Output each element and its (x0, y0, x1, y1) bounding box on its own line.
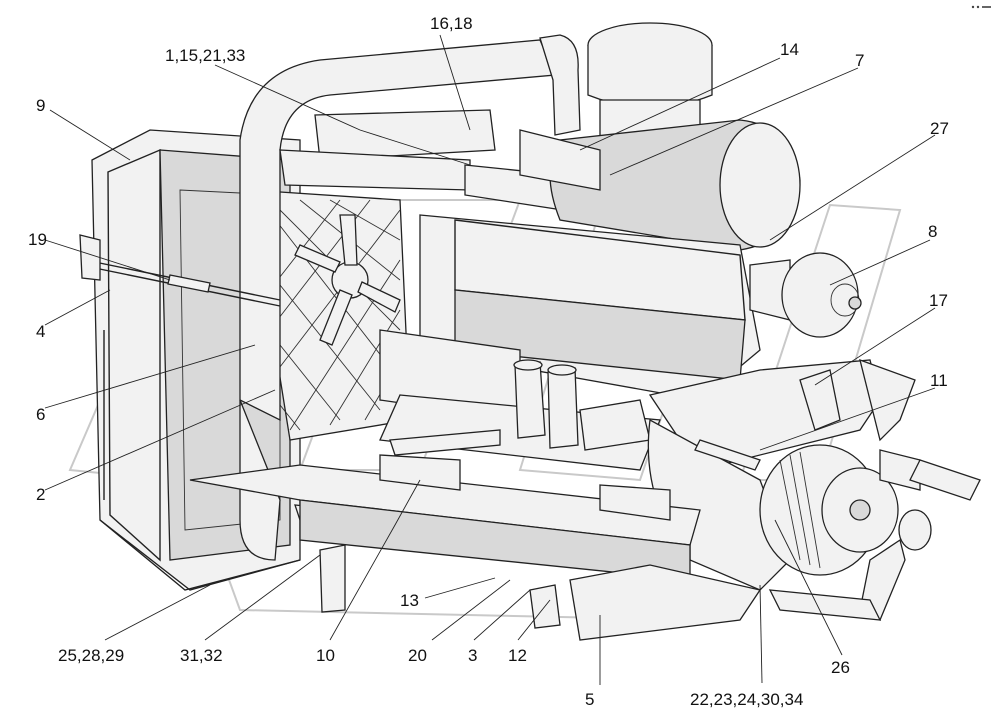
callout-2: 2 (36, 485, 45, 504)
callout-26: 26 (831, 658, 850, 677)
callout-12: 12 (508, 646, 527, 665)
callout-14: 14 (780, 40, 799, 59)
alternator-pulley (749, 252, 862, 338)
leader-lines (44, 34, 936, 685)
callout-25-28-29: 25,28,29 (58, 646, 124, 665)
callout-1-15-21-33: 1,15,21,33 (165, 46, 245, 65)
callout-8: 8 (928, 222, 937, 241)
callout-22-23-24-30-34: 22,23,24,30,34 (690, 690, 803, 709)
air-filter (519, 22, 801, 251)
callout-19: 19 (28, 230, 47, 249)
oil-filters (513, 359, 651, 451)
callout-11: 11 (930, 371, 948, 390)
callout-labels: 9 1,15,21,33 16,18 14 7 27 19 8 4 17 11 … (28, 14, 949, 709)
callout-27: 27 (930, 119, 949, 138)
callout-10: 10 (316, 646, 335, 665)
callout-20: 20 (408, 646, 427, 665)
callout-6: 6 (36, 405, 45, 424)
callout-3: 3 (468, 646, 477, 665)
callout-31-32: 31,32 (180, 646, 223, 665)
corner-mark (971, 5, 991, 9)
tie-rod (79, 234, 281, 307)
callout-17: 17 (929, 291, 948, 310)
callout-16-18: 16,18 (430, 14, 473, 33)
fan-hub (294, 214, 401, 346)
callout-4: 4 (36, 322, 45, 341)
callout-9: 9 (36, 96, 45, 115)
callout-13: 13 (400, 591, 419, 610)
callout-7: 7 (855, 51, 864, 70)
callout-5: 5 (585, 690, 594, 709)
